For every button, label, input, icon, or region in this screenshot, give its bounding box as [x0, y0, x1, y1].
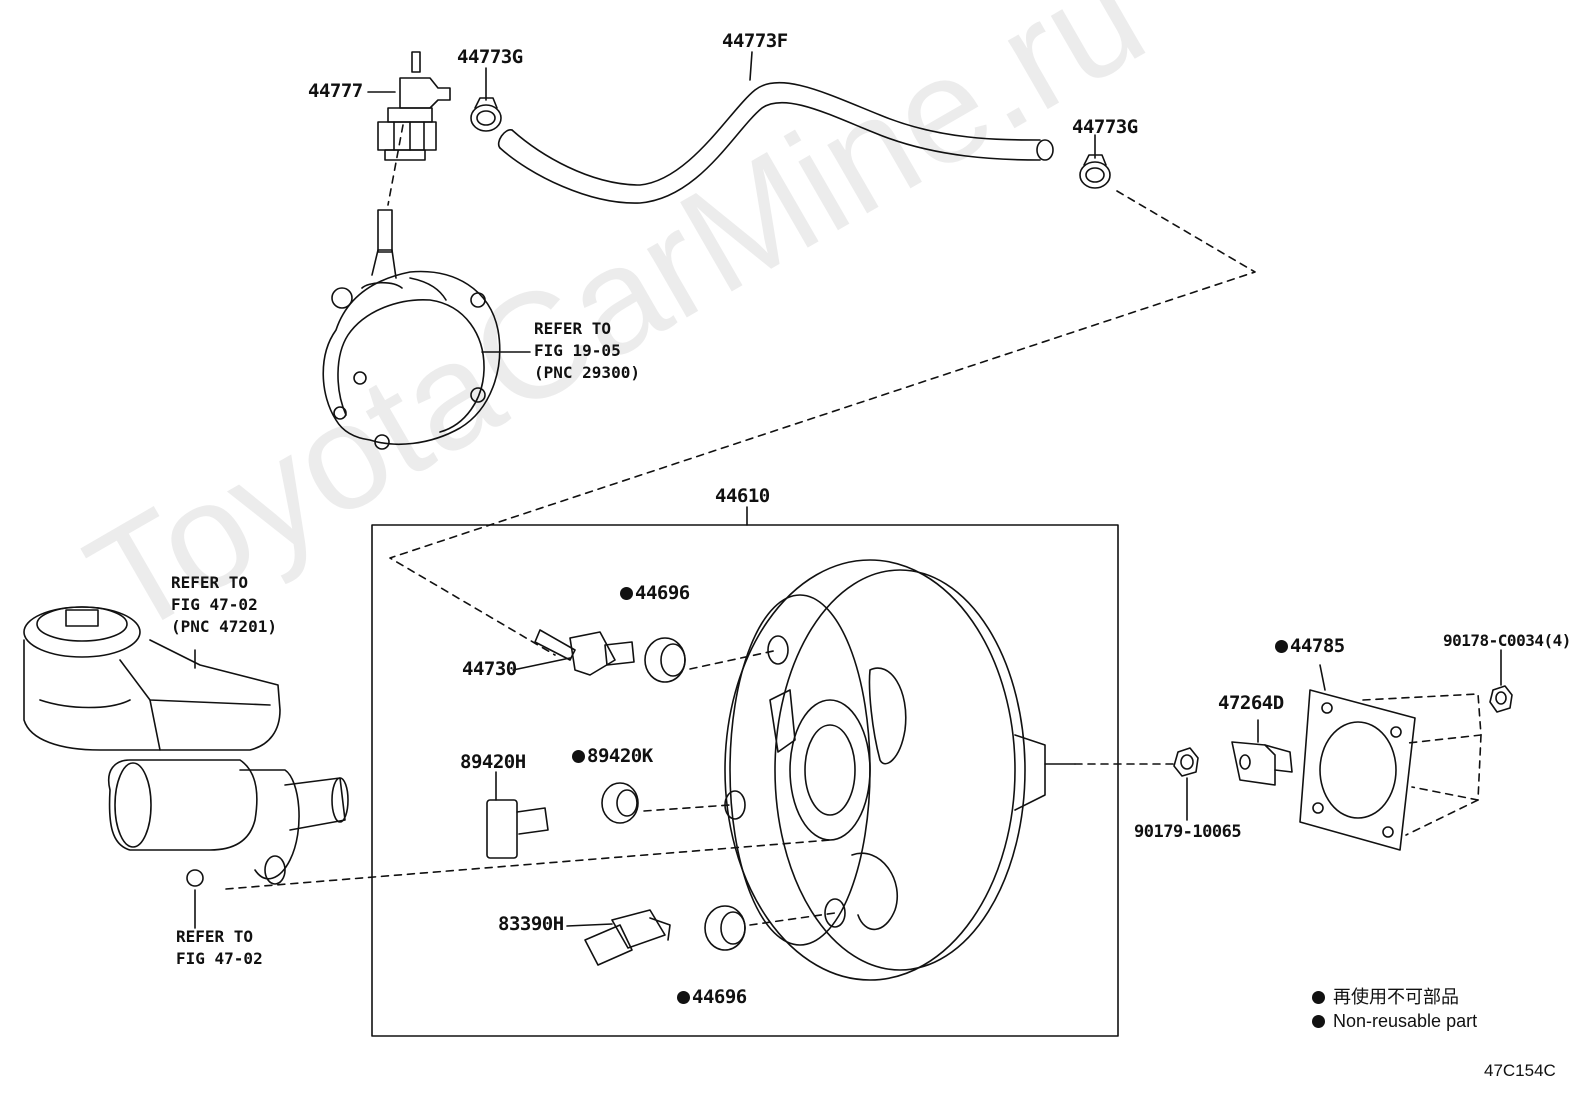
nut-90179 — [1173, 747, 1199, 821]
grommet-44696-top — [644, 637, 686, 683]
label-44785: 44785 — [1275, 637, 1345, 656]
label-44696-bottom: 44696 — [677, 988, 747, 1007]
gasket-44785 — [1299, 664, 1416, 851]
switch-83390H — [566, 909, 671, 966]
check-valve-44777 — [367, 51, 451, 161]
sensor-89420H — [486, 771, 549, 859]
label-90179: 90179-10065 — [1134, 822, 1242, 842]
non-reusable-dot — [677, 991, 690, 1004]
label-89420K: 89420K — [572, 747, 653, 766]
vacuum-pump-drawing — [322, 209, 501, 450]
note-vacuum-pump-reference: REFER TO FIG 19-05 (PNC 29300) — [534, 319, 640, 382]
non-reusable-dot — [572, 750, 585, 763]
label-44773G-left: 44773G — [457, 46, 523, 68]
hose-clamp-44773G-left — [470, 67, 502, 132]
label-44610: 44610 — [715, 485, 770, 507]
label-47264D: 47264D — [1218, 692, 1284, 714]
nut-90178 — [1489, 649, 1513, 713]
label-44777: 44777 — [308, 80, 363, 102]
grommet-44696-bottom — [704, 905, 746, 951]
non-reusable-dot — [1275, 640, 1288, 653]
bracket-47264D — [1231, 719, 1293, 786]
union-fitting-44730 — [512, 629, 635, 676]
label-44696-top: 44696 — [620, 584, 690, 603]
label-44730: 44730 — [462, 658, 517, 680]
note-master-cylinder-reference: REFER TO FIG 47-02 — [176, 927, 263, 968]
figure-id: 47C154C — [1484, 1061, 1556, 1080]
label-44773F: 44773F — [722, 30, 788, 52]
legend-row-english: Non-reusable part — [1312, 1009, 1477, 1033]
master-cylinder — [108, 759, 349, 887]
label-89420H: 89420H — [460, 751, 526, 773]
legend-row-japanese: 再使用不可部品 — [1312, 985, 1477, 1009]
brake-booster — [724, 559, 1076, 981]
legend: 再使用不可部品 Non-reusable part — [1312, 985, 1477, 1033]
brake-fluid-reservoir — [23, 606, 281, 751]
legend-dot-icon — [1312, 991, 1325, 1004]
dashed-leaders — [225, 124, 1482, 926]
label-44773G-right: 44773G — [1072, 116, 1138, 138]
assembly-box-44610 — [371, 524, 1119, 1037]
label-83390H: 83390H — [498, 913, 564, 935]
hose-clamp-44773G-right — [1079, 134, 1111, 189]
note-reservoir-reference: REFER TO FIG 47-02 (PNC 47201) — [171, 573, 277, 636]
legend-dot-icon — [1312, 1015, 1325, 1028]
non-reusable-dot — [620, 587, 633, 600]
vacuum-hose-44773F — [497, 51, 1054, 204]
grommet-89420K — [601, 782, 639, 824]
label-90178: 90178-C0034(4) — [1443, 631, 1571, 650]
